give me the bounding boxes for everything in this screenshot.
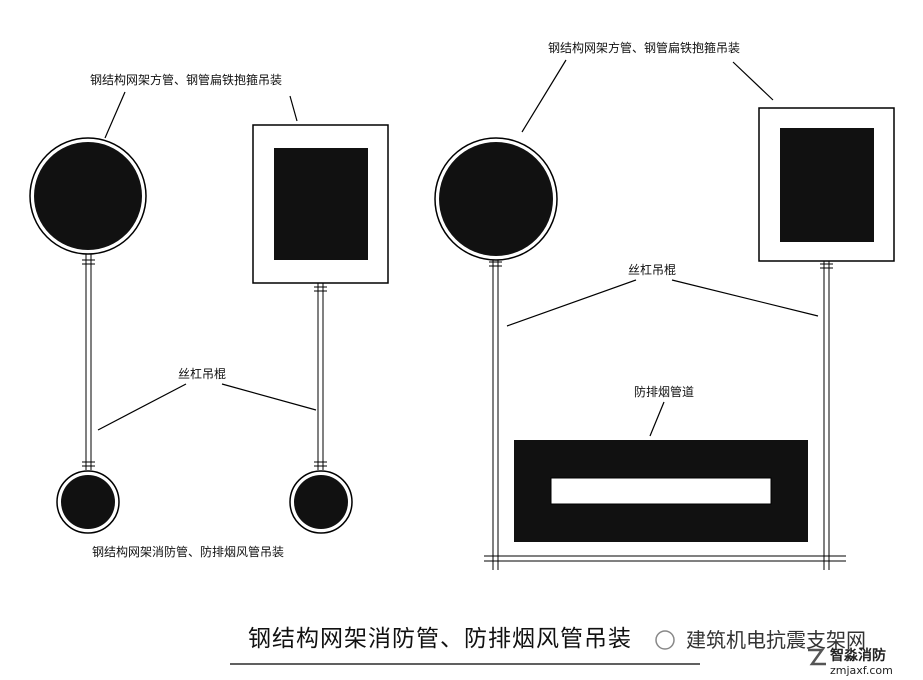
right-rod-leader-b xyxy=(671,279,819,317)
left-square-tube xyxy=(252,124,389,284)
brand-logo-icon xyxy=(808,648,826,666)
left-rod-leader-b xyxy=(221,383,317,411)
right-square-tube xyxy=(758,107,895,262)
right-duct-leader xyxy=(649,401,665,437)
left-panel: 钢结构网架方管、钢管扁铁抱箍吊装 xyxy=(29,72,389,559)
right-top-label: 钢结构网架方管、钢管扁铁抱箍吊装 xyxy=(548,40,740,55)
left-top-label: 钢结构网架方管、钢管扁铁抱箍吊装 xyxy=(90,72,282,87)
watermark-url: zmjaxf.com xyxy=(830,664,893,677)
right-top-leader xyxy=(521,59,567,133)
footer: 钢结构网架消防管、防排烟风管吊装 建筑机电抗震支架网 智淼消防 zmjaxf.c… xyxy=(230,626,893,677)
watermark-brand: 智淼消防 xyxy=(829,647,886,664)
right-duct-label: 防排烟管道 xyxy=(634,384,694,399)
duct-support-beam xyxy=(484,555,846,562)
right-top-leader-right xyxy=(732,61,774,101)
wechat-icon xyxy=(655,630,675,650)
watermark: 建筑机电抗震支架网 智淼消防 zmjaxf.com xyxy=(655,628,893,677)
left-rod-leader-a xyxy=(97,383,187,431)
smoke-exhaust-duct xyxy=(514,440,808,542)
watermark-text: 建筑机电抗震支架网 xyxy=(686,628,866,652)
right-rod-label: 丝杠吊棍 xyxy=(628,262,676,277)
left-threaded-rod-1 xyxy=(82,254,95,470)
left-bottom-label: 钢结构网架消防管、防排烟风管吊装 xyxy=(92,544,284,559)
right-large-pipe xyxy=(434,137,558,261)
drawing-title: 钢结构网架消防管、防排烟风管吊装 xyxy=(248,626,632,652)
right-threaded-rod-2 xyxy=(820,261,833,570)
left-large-pipe xyxy=(29,137,147,255)
left-top-leader xyxy=(104,91,126,139)
right-panel: 钢结构网架方管、钢管扁铁抱箍吊装 丝杠吊棍 xyxy=(434,40,895,570)
left-small-pipe-2 xyxy=(289,470,353,534)
left-rod-label: 丝杠吊棍 xyxy=(178,366,226,381)
left-small-pipe-1 xyxy=(56,470,120,534)
right-rod-leader-a xyxy=(506,279,637,327)
left-threaded-rod-2 xyxy=(314,283,327,470)
right-threaded-rod-1 xyxy=(489,260,502,570)
left-top-leader-right xyxy=(289,95,298,122)
